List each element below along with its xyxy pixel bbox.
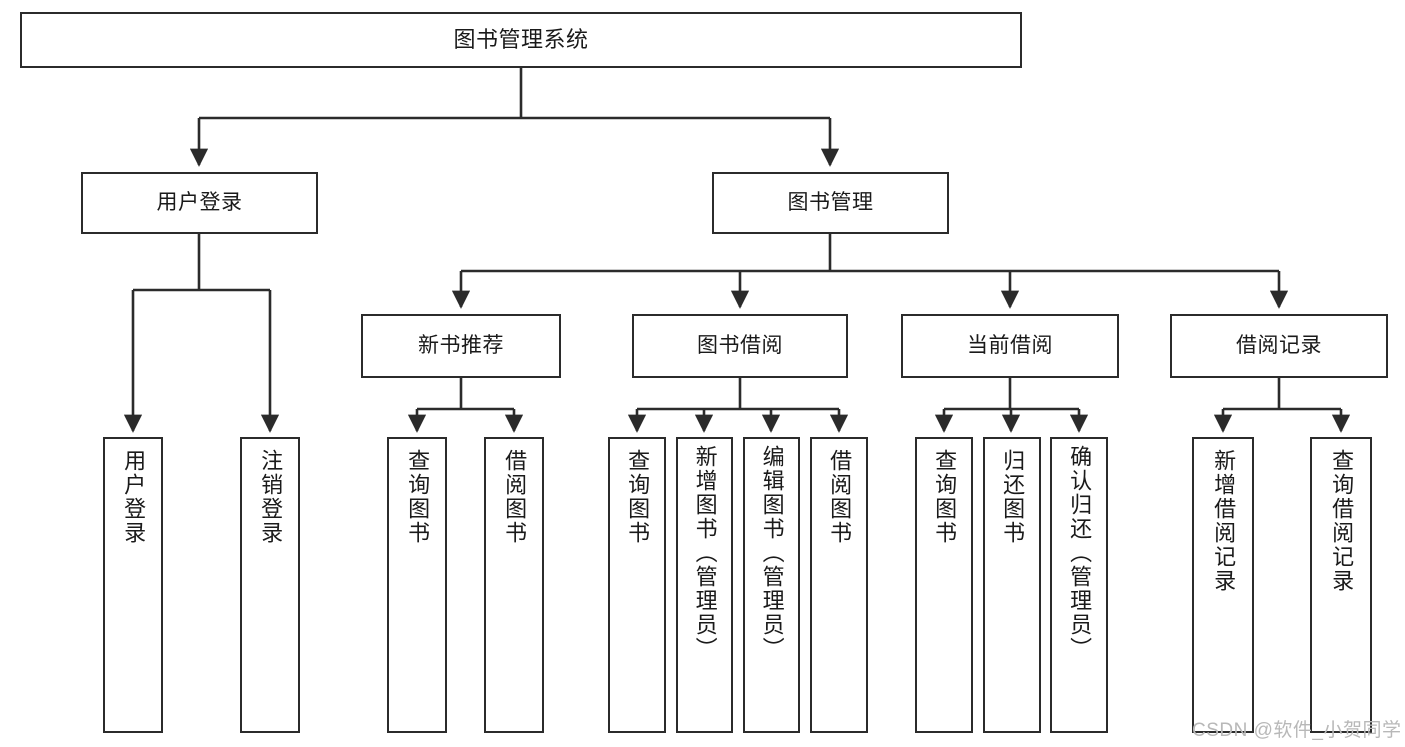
node-book-borrow[interactable]: 图书借阅 bbox=[632, 314, 848, 378]
node-current-borrow[interactable]: 当前借阅 bbox=[901, 314, 1119, 378]
node-label: 注销登录 bbox=[258, 449, 284, 545]
node-label: 查询借阅记录 bbox=[1329, 449, 1355, 593]
leaf-borrow-book[interactable]: 借阅图书 bbox=[810, 437, 868, 733]
node-label: 查询图书 bbox=[625, 449, 651, 545]
leaf-add-borrow-record[interactable]: 新增借阅记录 bbox=[1192, 437, 1254, 733]
leaf-query-book-current[interactable]: 查询图书 bbox=[915, 437, 973, 733]
node-user-login-branch[interactable]: 用户登录 bbox=[81, 172, 318, 234]
leaf-return-book[interactable]: 归还图书 bbox=[983, 437, 1041, 733]
node-root-system[interactable]: 图书管理系统 bbox=[20, 12, 1022, 68]
node-label: 新增借阅记录 bbox=[1211, 449, 1237, 593]
leaf-query-borrow-record[interactable]: 查询借阅记录 bbox=[1310, 437, 1372, 733]
node-label: 借阅图书 bbox=[502, 449, 528, 545]
node-label: 查询图书 bbox=[932, 449, 958, 545]
node-label: 编辑图书（管理员） bbox=[759, 445, 785, 661]
node-label: 图书管理系统 bbox=[453, 27, 589, 53]
node-label: 借阅图书 bbox=[827, 449, 853, 545]
node-label: 用户登录 bbox=[121, 449, 147, 545]
leaf-edit-book-admin[interactable]: 编辑图书（管理员） bbox=[743, 437, 800, 733]
node-label: 确认归还（管理员） bbox=[1067, 445, 1093, 661]
leaf-query-book-recommend[interactable]: 查询图书 bbox=[387, 437, 447, 733]
node-borrow-records[interactable]: 借阅记录 bbox=[1170, 314, 1388, 378]
csdn-watermark: CSDN @软件_小贺同学 bbox=[1192, 720, 1402, 741]
leaf-borrow-book-recommend[interactable]: 借阅图书 bbox=[484, 437, 544, 733]
node-book-management-branch[interactable]: 图书管理 bbox=[712, 172, 949, 234]
node-label: 归还图书 bbox=[1000, 449, 1026, 545]
node-label: 新书推荐 bbox=[418, 333, 504, 357]
leaf-add-book-admin[interactable]: 新增图书（管理员） bbox=[676, 437, 733, 733]
node-label: 新增图书（管理员） bbox=[692, 445, 718, 661]
node-label: 当前借阅 bbox=[967, 333, 1053, 357]
node-label: 图书借阅 bbox=[697, 333, 783, 357]
node-new-book-recommend[interactable]: 新书推荐 bbox=[361, 314, 561, 378]
leaf-confirm-return-admin[interactable]: 确认归还（管理员） bbox=[1050, 437, 1108, 733]
leaf-logout[interactable]: 注销登录 bbox=[240, 437, 300, 733]
leaf-user-login[interactable]: 用户登录 bbox=[103, 437, 163, 733]
node-label: 查询图书 bbox=[405, 449, 431, 545]
node-label: 用户登录 bbox=[156, 190, 243, 214]
node-label: 图书管理 bbox=[787, 190, 874, 214]
node-label: 借阅记录 bbox=[1236, 333, 1322, 357]
leaf-query-book-borrow[interactable]: 查询图书 bbox=[608, 437, 666, 733]
